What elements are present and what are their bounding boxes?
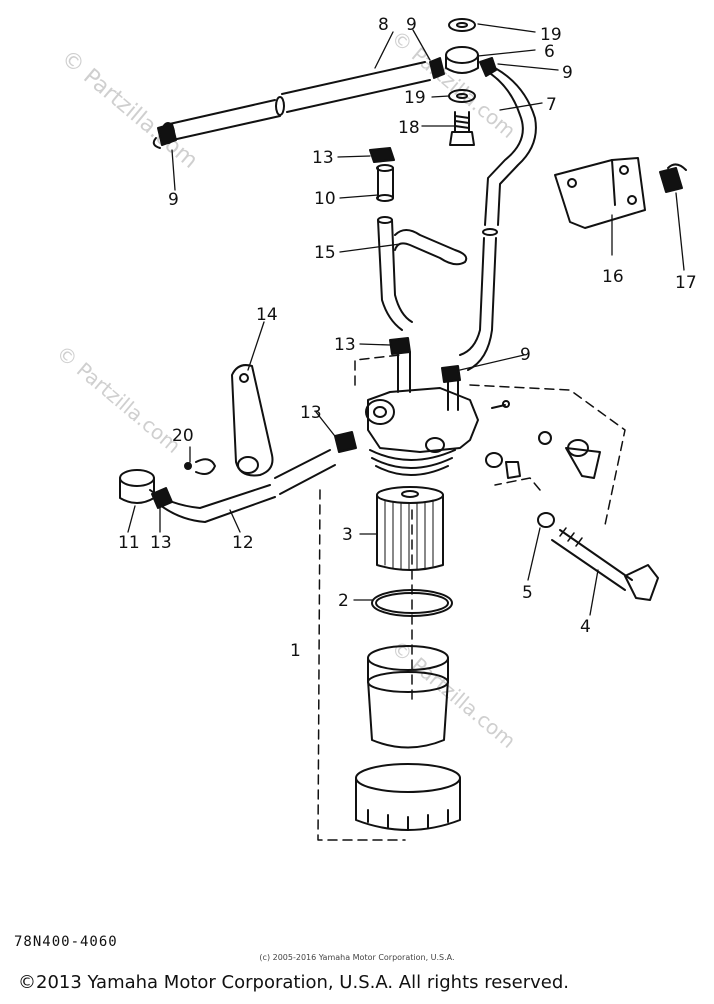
callout-label: 4 [580, 617, 591, 637]
callout-label: 8 [378, 15, 389, 35]
callout-label: 20 [172, 426, 194, 446]
hose-12 [149, 449, 336, 523]
callout-label: 18 [398, 118, 420, 138]
callout-label: 16 [602, 267, 624, 287]
bracket-16 [554, 157, 646, 229]
clip-9-head [441, 365, 461, 383]
callout-label: 14 [256, 305, 278, 325]
catalog-number: 78N400-4060 [14, 934, 118, 950]
hose-7 [459, 67, 537, 371]
filter-bowl [367, 645, 449, 749]
clip-17 [659, 167, 683, 193]
wire-clip-15 [394, 229, 468, 266]
callout-label: 9 [520, 345, 531, 365]
bolt-18 [449, 111, 475, 146]
clip-9-left [152, 123, 177, 149]
filter-element-3 [376, 486, 444, 571]
callout-label: 13 [334, 335, 356, 355]
callout-labels: 8 9 19 6 9 7 19 18 9 13 10 15 16 17 14 1… [118, 15, 697, 661]
callout-label: 11 [118, 533, 140, 553]
watermark: © Partzilla.com [56, 45, 202, 173]
clip-13-body [334, 431, 357, 453]
callout-label: 3 [342, 525, 353, 545]
bushing-11 [119, 469, 155, 504]
callout-label: 1 [290, 641, 301, 661]
callout-label: 10 [314, 189, 336, 209]
callout-label: 7 [546, 95, 557, 115]
watermark: © Partzilla.com [387, 635, 521, 753]
copyright-notice: ©2013 Yamaha Motor Corporation, U.S.A. A… [18, 972, 570, 993]
clip-13-head [389, 337, 411, 355]
clip-9-fitting [429, 57, 445, 79]
callout-label: 13 [312, 148, 334, 168]
pin-20 [184, 458, 216, 475]
watermark-group: © Partzilla.com © Partzilla.com © Partzi… [52, 25, 521, 753]
callout-label: 12 [232, 533, 254, 553]
callout-label: 2 [338, 591, 349, 611]
lever-14 [231, 364, 274, 477]
small-copyright: (c) 2005-2016 Yamaha Motor Corporation, … [259, 953, 455, 962]
bolt-4 [551, 527, 659, 601]
callout-label: 9 [562, 63, 573, 83]
clip-9-fitting [479, 57, 497, 77]
callout-label: 9 [168, 190, 179, 210]
clip-13-left [151, 487, 173, 509]
leader-lines [127, 23, 685, 616]
hose-8 [161, 61, 431, 144]
hose-15 [377, 216, 413, 331]
callout-label: 9 [406, 15, 417, 35]
callout-label: 5 [522, 583, 533, 603]
callout-label: 19 [404, 88, 426, 108]
washer-5 [537, 512, 555, 528]
ring-nut [355, 763, 461, 831]
callout-label: 17 [675, 273, 697, 293]
callout-label: 19 [540, 25, 562, 45]
callout-label: 13 [300, 403, 322, 423]
callout-label: 15 [314, 243, 336, 263]
assembly-lines [317, 354, 626, 841]
filter-head [365, 351, 479, 476]
callout-label: 13 [150, 533, 172, 553]
valve-assembly [485, 400, 601, 479]
clip-13-top [369, 147, 395, 163]
watermark: © Partzilla.com [52, 340, 186, 458]
callout-label: 6 [544, 42, 555, 62]
hose-10 [376, 164, 394, 202]
